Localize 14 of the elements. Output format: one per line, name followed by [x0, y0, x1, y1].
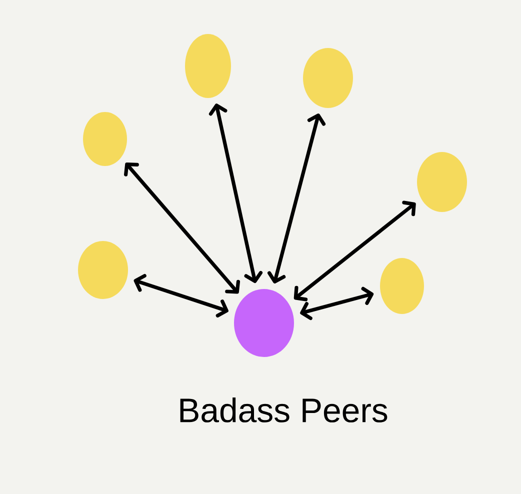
- circle: [83, 112, 127, 166]
- double-arrow: [208, 104, 263, 283]
- circle: [303, 48, 353, 108]
- double-arrow: [124, 162, 240, 294]
- double-arrow: [268, 114, 326, 284]
- circle: [185, 34, 231, 98]
- double-arrow: [294, 200, 416, 302]
- double-arrow: [134, 274, 228, 318]
- double-arrow: [300, 286, 374, 320]
- circle: [234, 289, 294, 357]
- circle: [380, 258, 424, 314]
- circle: [417, 152, 467, 212]
- caption: Badass Peers: [180, 398, 388, 422]
- circle: [78, 241, 128, 299]
